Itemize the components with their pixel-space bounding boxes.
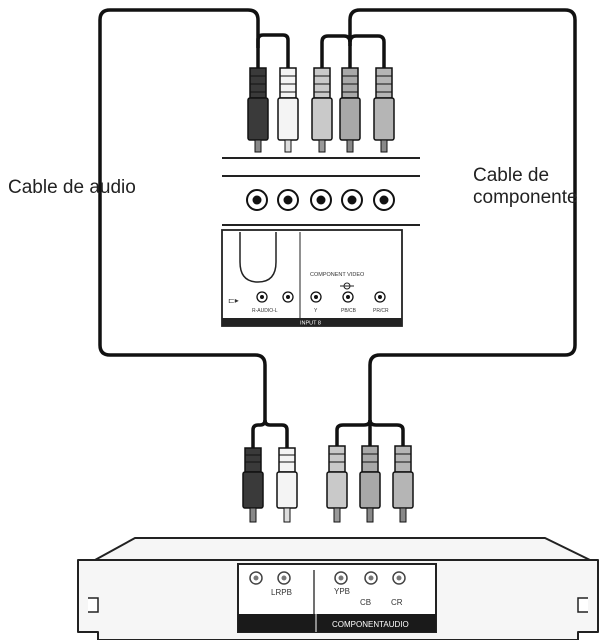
top-plug-pr — [373, 67, 395, 153]
tv-jack-label-y: Y — [314, 308, 318, 314]
bottom-plug-audio-white — [276, 447, 298, 523]
component-cable-label: Cable de componente — [473, 165, 578, 209]
top-plug-audio-red — [247, 67, 269, 153]
top-component-plugs — [311, 67, 395, 153]
bottom-plug-pr — [392, 445, 414, 523]
top-audio-plugs — [247, 67, 299, 153]
tv-jack-label-pr: PR/CR — [373, 308, 389, 314]
device-label-lr: LRPB — [271, 588, 292, 597]
audio-cable — [98, 8, 290, 450]
device-label-cr: CR — [391, 598, 403, 607]
bottom-plug-pb — [359, 445, 381, 523]
bottom-audio-plugs — [242, 447, 298, 523]
device-strip-text: COMPONENTAUDIO — [332, 620, 409, 629]
device-label-y: YPB — [334, 587, 350, 596]
tv-audio-jack-label: R-AUDIO-L — [252, 308, 278, 314]
tv-input-label: INPUT 8 — [300, 321, 321, 327]
tv-component-video-label: COMPONENT VIDEO — [310, 272, 365, 278]
component-cable — [320, 8, 577, 448]
audio-cable-label: Cable de audio — [8, 177, 136, 198]
top-plug-pb — [339, 67, 361, 153]
top-plug-y — [311, 67, 333, 153]
bottom-component-plugs — [326, 445, 414, 523]
bottom-plug-y — [326, 445, 348, 523]
tv-panel: ⊏▸ R-AUDIO-L COMPONENT VIDEO Y PB/CB PR/… — [221, 157, 420, 327]
tv-input-box: ⊏▸ R-AUDIO-L COMPONENT VIDEO Y PB/CB PR/… — [221, 229, 403, 327]
tv-jack-label-pb: PB/CB — [341, 308, 357, 314]
bottom-plug-audio-red — [242, 447, 264, 523]
component-cable-label-line1: Cable de — [473, 165, 550, 186]
tv-jack-row — [246, 189, 395, 211]
top-plug-audio-white — [277, 67, 299, 153]
component-cable-label-line2: componente — [473, 187, 578, 208]
dvd-player: LRPB YPB CB CR COMPONENTAUDIO — [77, 537, 599, 640]
svg-text:⊏▸: ⊏▸ — [228, 296, 239, 305]
device-label-cb: CB — [360, 598, 371, 607]
